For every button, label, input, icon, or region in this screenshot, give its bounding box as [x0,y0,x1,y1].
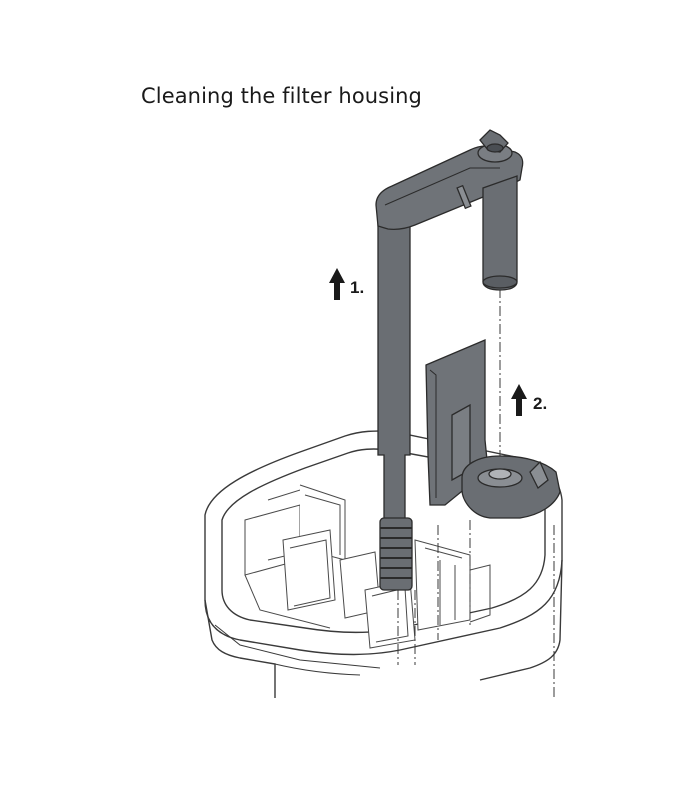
tank-compartments [244,484,491,649]
page-title: Cleaning the filter housing [141,84,422,108]
pipe-ribs [379,517,413,591]
step-2-label: 2. [533,394,548,413]
alignment-guides [397,288,555,700]
step-1-label: 1. [350,278,365,297]
filter-bracket [425,339,561,519]
intake-pipe [375,129,524,591]
arrow-up-icon [511,384,527,416]
arrow-up-icon [329,268,345,300]
